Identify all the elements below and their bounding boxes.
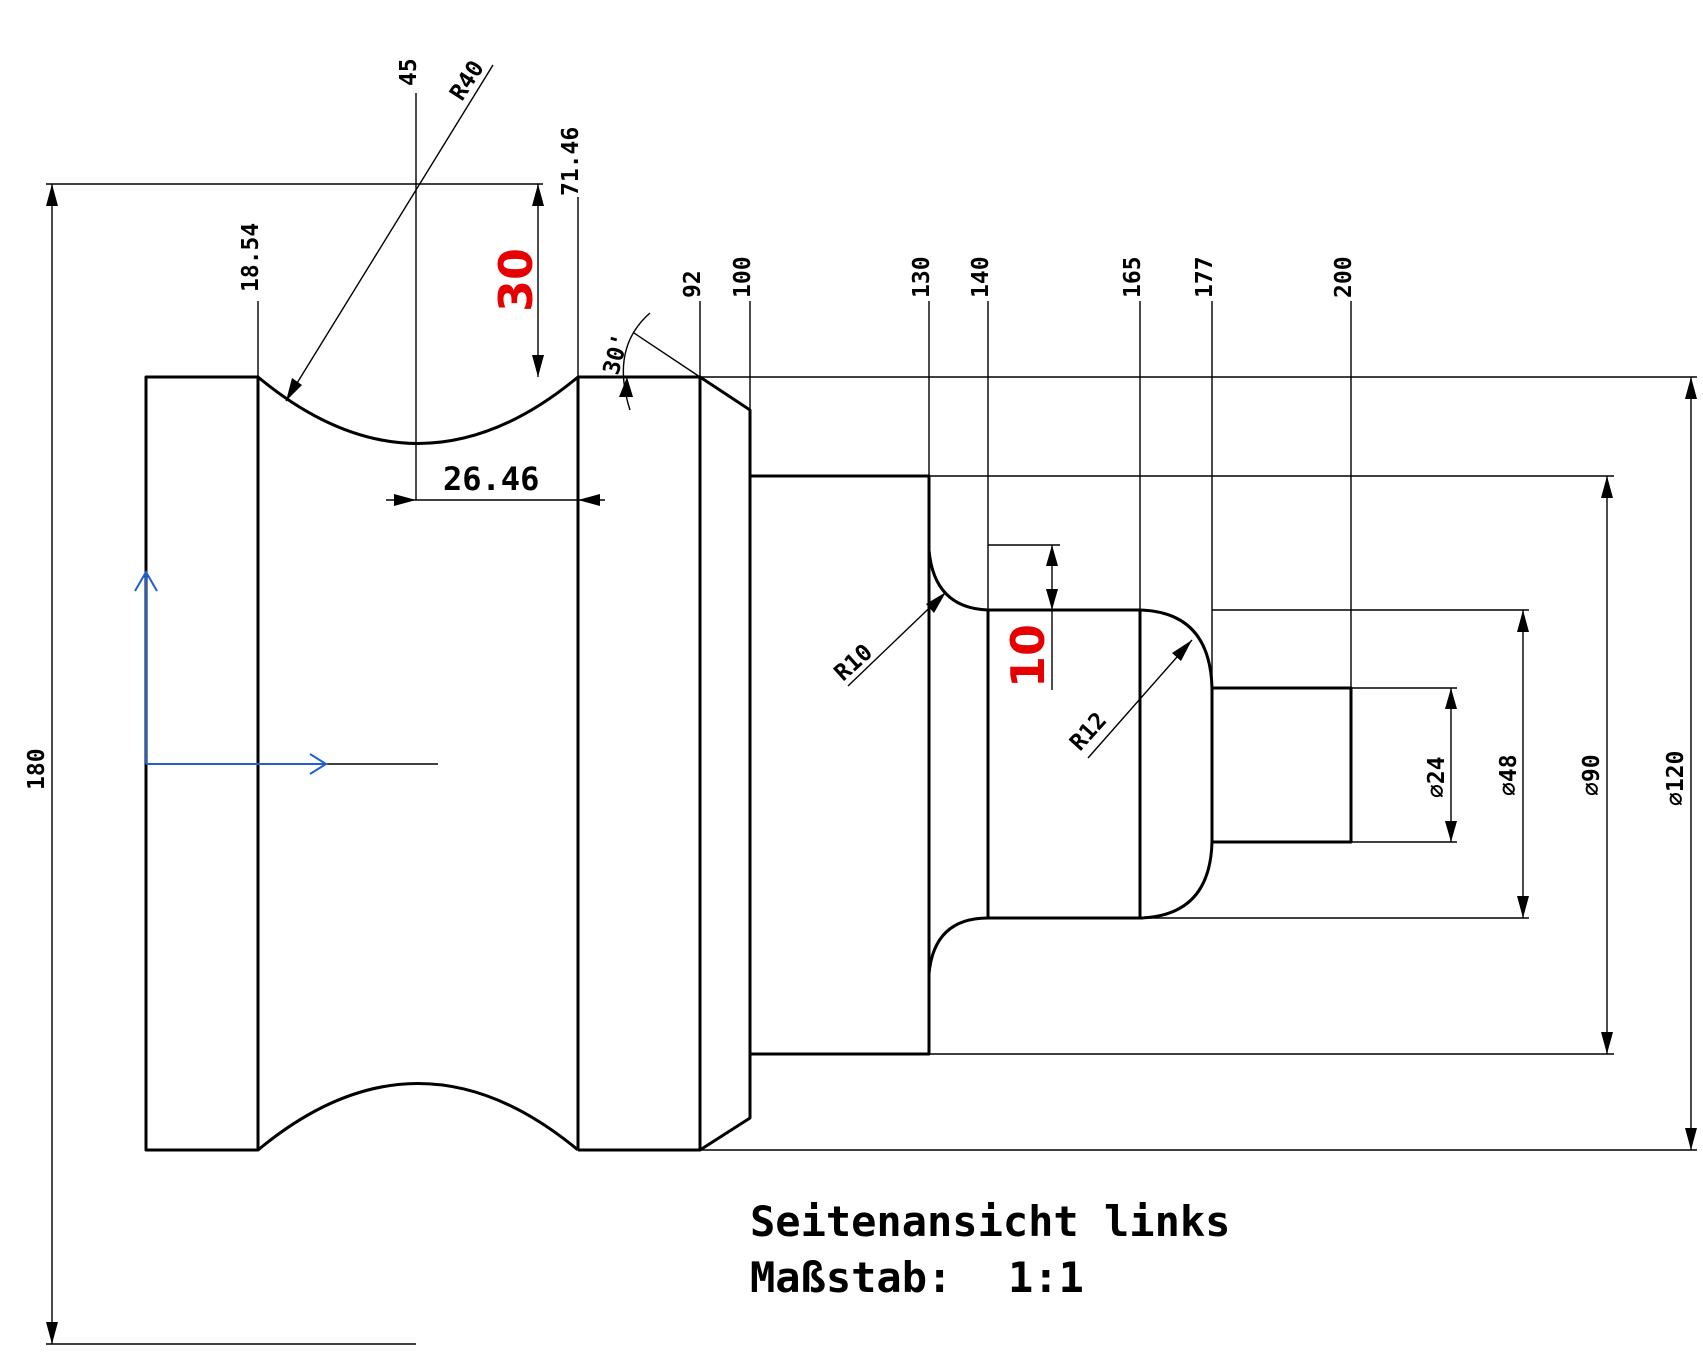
label-dia120: ⌀120 xyxy=(1663,751,1689,806)
label-45: 45 xyxy=(396,58,422,86)
groove-arc-top xyxy=(257,375,579,445)
middle-flange xyxy=(578,375,702,1152)
label-dia24: ⌀24 xyxy=(1424,756,1450,798)
label-140: 140 xyxy=(968,256,994,298)
dimension-labels: 18.54 45 R40 71.46 92 100 130 140 165 17… xyxy=(24,56,1689,806)
x-axis-arrow-icon xyxy=(309,753,328,775)
r40-leader xyxy=(285,64,494,402)
dia-48-section xyxy=(986,608,1142,920)
label-depth-30: 30 xyxy=(489,248,543,312)
dia-90-section xyxy=(750,474,931,1056)
label-165: 165 xyxy=(1120,256,1146,298)
label-angle-30: 30' xyxy=(599,331,635,378)
extension-lines xyxy=(46,93,1697,1345)
dia-24-section xyxy=(1212,686,1353,844)
coordinate-axes xyxy=(134,570,438,775)
label-177: 177 xyxy=(1192,256,1218,298)
label-r12: R12 xyxy=(1065,708,1112,756)
r12-leader xyxy=(1087,639,1193,759)
dimension-lines xyxy=(46,64,1697,1344)
label-180: 180 xyxy=(24,748,50,790)
scale-label: Maßstab: xyxy=(750,1253,952,1302)
label-92: 92 xyxy=(680,270,706,298)
angle-leader xyxy=(633,332,701,378)
label-dia90: ⌀90 xyxy=(1579,754,1605,796)
fillet-r12-bottom xyxy=(1139,841,1214,920)
label-100: 100 xyxy=(730,256,756,298)
fillet-r10-bottom xyxy=(927,916,989,975)
angle-arc xyxy=(622,312,651,411)
label-step-10: 10 xyxy=(1001,624,1055,688)
scale-value: 1:1 xyxy=(1008,1253,1084,1302)
label-dia48: ⌀48 xyxy=(1496,754,1522,796)
chamfer xyxy=(699,375,752,1152)
label-71-46: 71.46 xyxy=(558,127,584,196)
label-130: 130 xyxy=(909,256,935,298)
label-26-46: 26.46 xyxy=(443,460,539,498)
label-r10: R10 xyxy=(830,639,878,686)
label-200: 200 xyxy=(1331,256,1357,298)
title-block: Seitenansicht links Maßstab: 1:1 xyxy=(750,1197,1230,1302)
fillet-r12-top xyxy=(1139,608,1214,689)
groove-arc-bottom xyxy=(257,1082,579,1152)
fillet-r10-top xyxy=(927,549,989,612)
y-axis-arrow-icon xyxy=(134,570,158,592)
label-18-54: 18.54 xyxy=(238,223,264,292)
view-title: Seitenansicht links xyxy=(750,1197,1230,1246)
